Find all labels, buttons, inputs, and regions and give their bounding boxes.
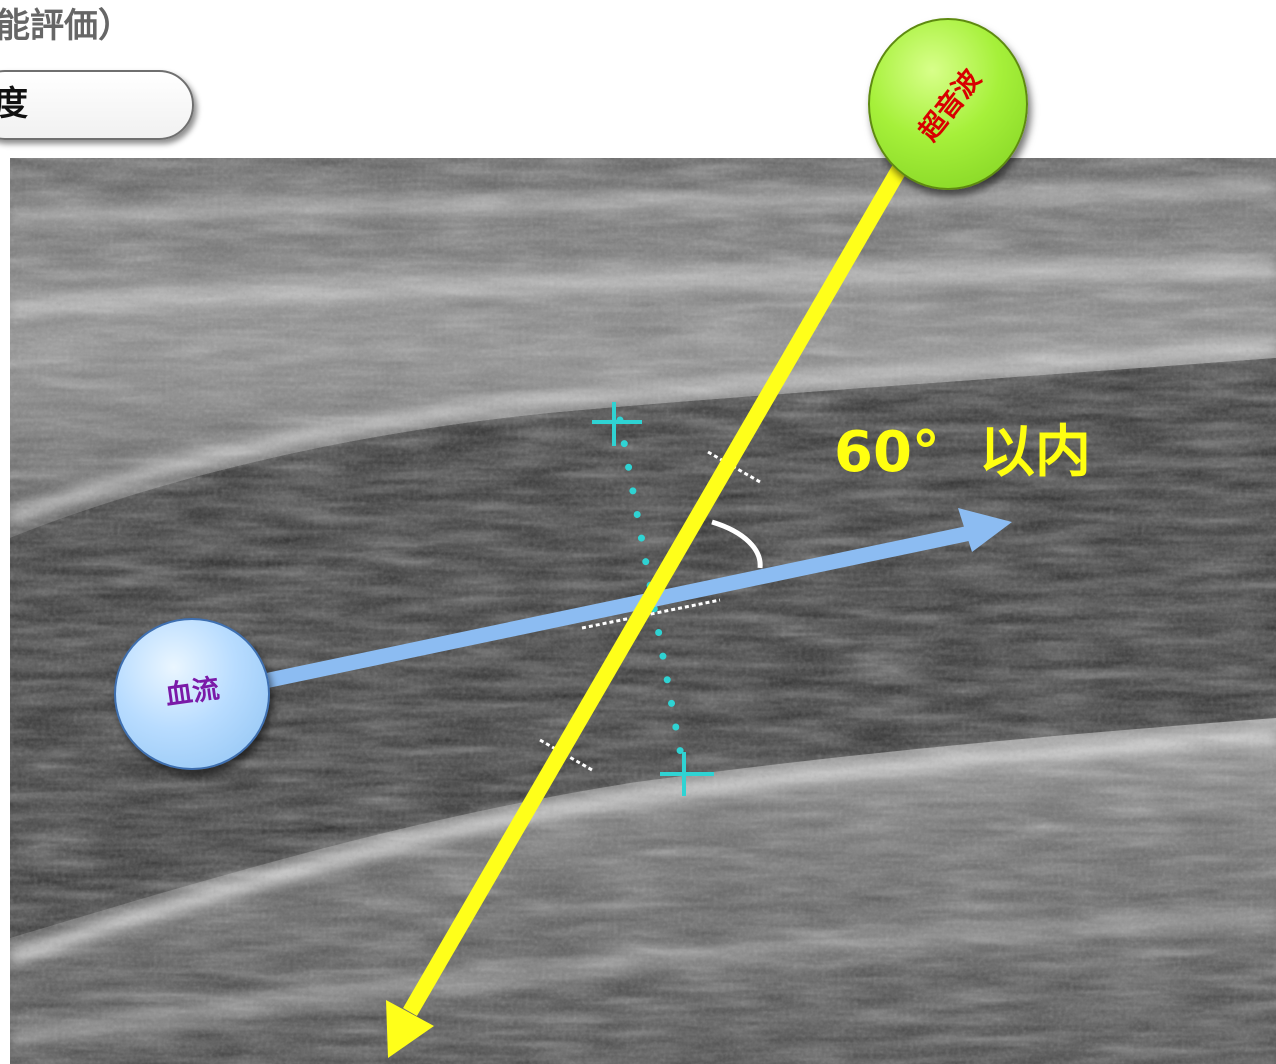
blood-flow-label: 血流 bbox=[114, 660, 270, 720]
blood-flow-badge: 血流 bbox=[114, 618, 270, 770]
ultrasound-label: 超音波 bbox=[885, 30, 1012, 177]
angle-arc-icon bbox=[712, 522, 760, 568]
flow-arrow bbox=[260, 508, 1012, 682]
angle-limit-label: 60° 以内 bbox=[834, 418, 1091, 488]
crosshair-plus-icon bbox=[660, 752, 714, 796]
ultrasound-badge: 超音波 bbox=[868, 18, 1028, 190]
ultrasound-beam bbox=[386, 168, 900, 1058]
crosshair-plus-icon bbox=[592, 402, 642, 446]
